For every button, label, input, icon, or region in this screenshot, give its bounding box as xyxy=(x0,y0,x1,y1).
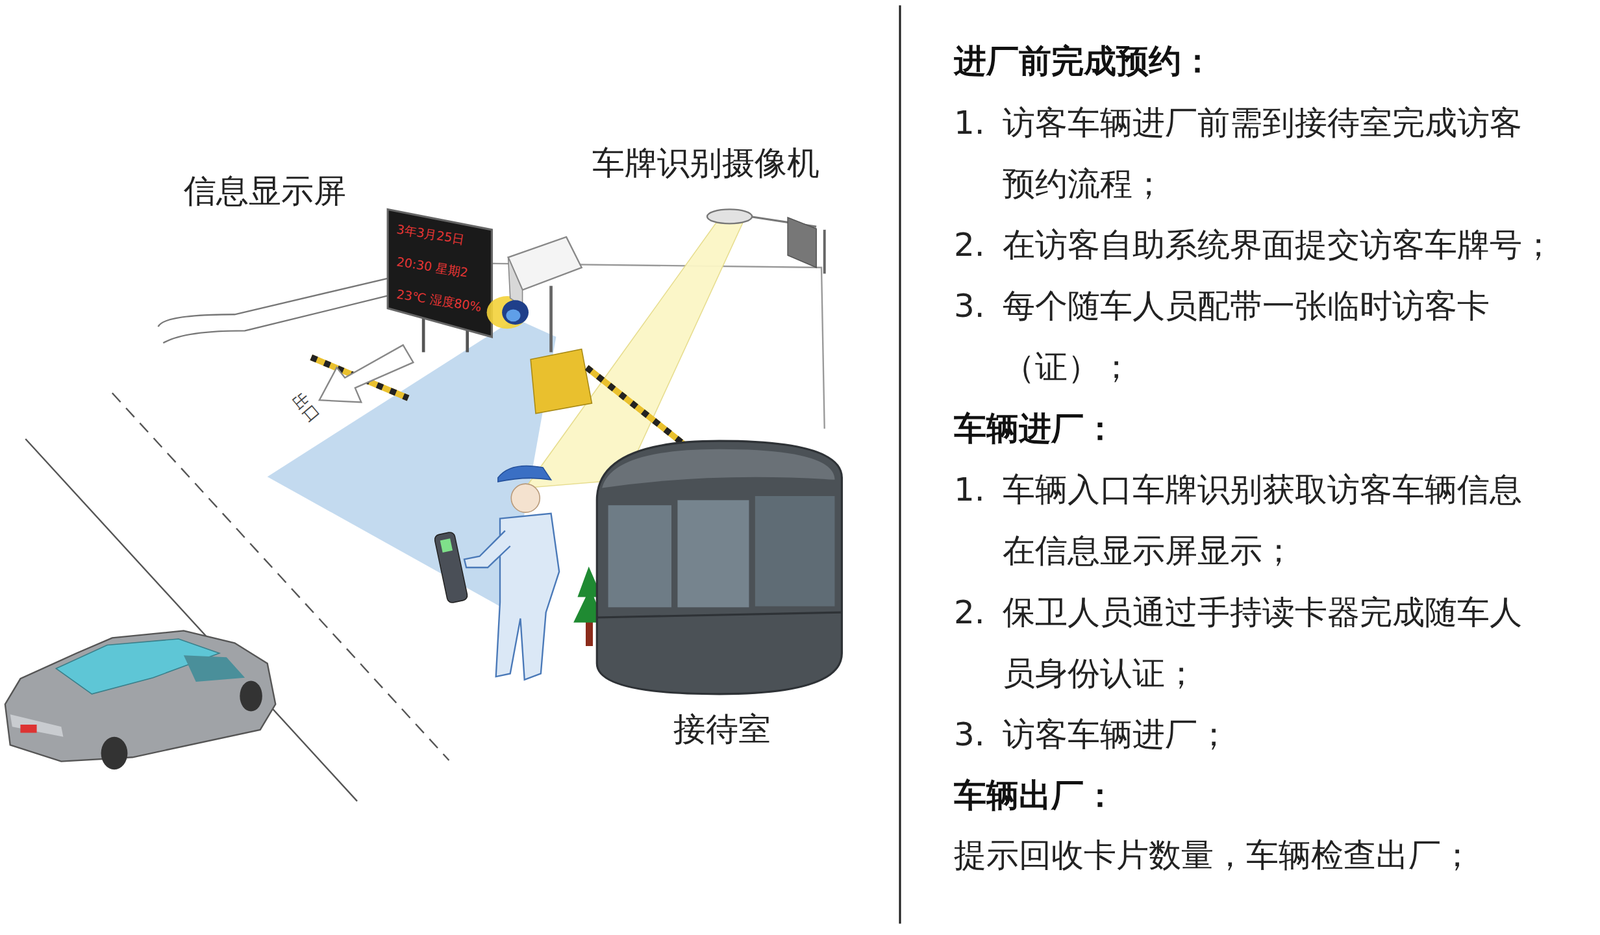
list-item: 访客车辆进厂前需到接待室完成访客预约流程； xyxy=(1002,92,1539,215)
lpr-pole xyxy=(823,229,826,275)
list-item: 每个随车人员配带一张临时访客卡（证）； xyxy=(1002,275,1539,398)
list-item: 保卫人员通过手持读卡器完成随车人员身份认证； xyxy=(1002,581,1539,704)
camera-lens xyxy=(501,300,529,325)
card-reader xyxy=(433,531,469,604)
list-number: 3. xyxy=(953,703,1003,765)
list-number: 1. xyxy=(953,459,1003,521)
list-item: 提示回收卡片数量，车辆检查出厂； xyxy=(953,824,1578,886)
car-bumper xyxy=(10,714,64,738)
car-wheel xyxy=(239,680,263,712)
box-camera xyxy=(508,257,523,306)
section-heading: 车辆出厂： xyxy=(953,764,1539,826)
exit-label: 出口 xyxy=(279,380,332,436)
booth-window xyxy=(608,505,672,608)
barrier-arm xyxy=(587,367,684,445)
reception-booth xyxy=(596,440,842,695)
car-window xyxy=(183,655,245,682)
barrier-arm xyxy=(587,367,684,445)
car-light xyxy=(20,724,37,734)
camera-lens xyxy=(505,309,521,322)
car-body xyxy=(5,630,276,762)
divider-line xyxy=(898,5,901,924)
camera-pole xyxy=(549,285,553,352)
list-item: 车辆入口车牌识别获取访客车辆信息在信息显示屏显示； xyxy=(1002,459,1539,582)
list-number: 2. xyxy=(953,581,1003,643)
car-wheel xyxy=(101,737,128,770)
guard-cap xyxy=(498,465,552,482)
barrier-gate xyxy=(530,349,592,414)
curb-line xyxy=(162,292,403,344)
guard-head xyxy=(511,483,540,513)
booth-window xyxy=(755,496,836,607)
list-number: 3. xyxy=(953,275,1003,337)
exit-arrow xyxy=(319,344,414,402)
callout-label: 信息显示屏 xyxy=(161,170,369,212)
lpr-camera xyxy=(707,209,752,224)
callout-label: 接待室 xyxy=(644,708,800,750)
callout-label: 车牌识别摄像机 xyxy=(569,142,843,184)
section-heading: 车辆进厂： xyxy=(953,398,1539,460)
lpr-sign xyxy=(787,217,817,268)
section-heading: 进厂前完成预约： xyxy=(953,30,1539,92)
guard-arm xyxy=(464,530,511,568)
booth-window xyxy=(677,500,749,608)
list-number: 1. xyxy=(953,92,1003,154)
list-item: 访客车辆进厂； xyxy=(1002,703,1588,765)
list-item: 在访客自助系统界面提交访客车牌号； xyxy=(1002,214,1588,276)
booth-roof xyxy=(601,449,835,489)
booth-line xyxy=(596,612,842,618)
card-reader-screen xyxy=(440,538,453,553)
list-number: 2. xyxy=(953,214,1003,276)
